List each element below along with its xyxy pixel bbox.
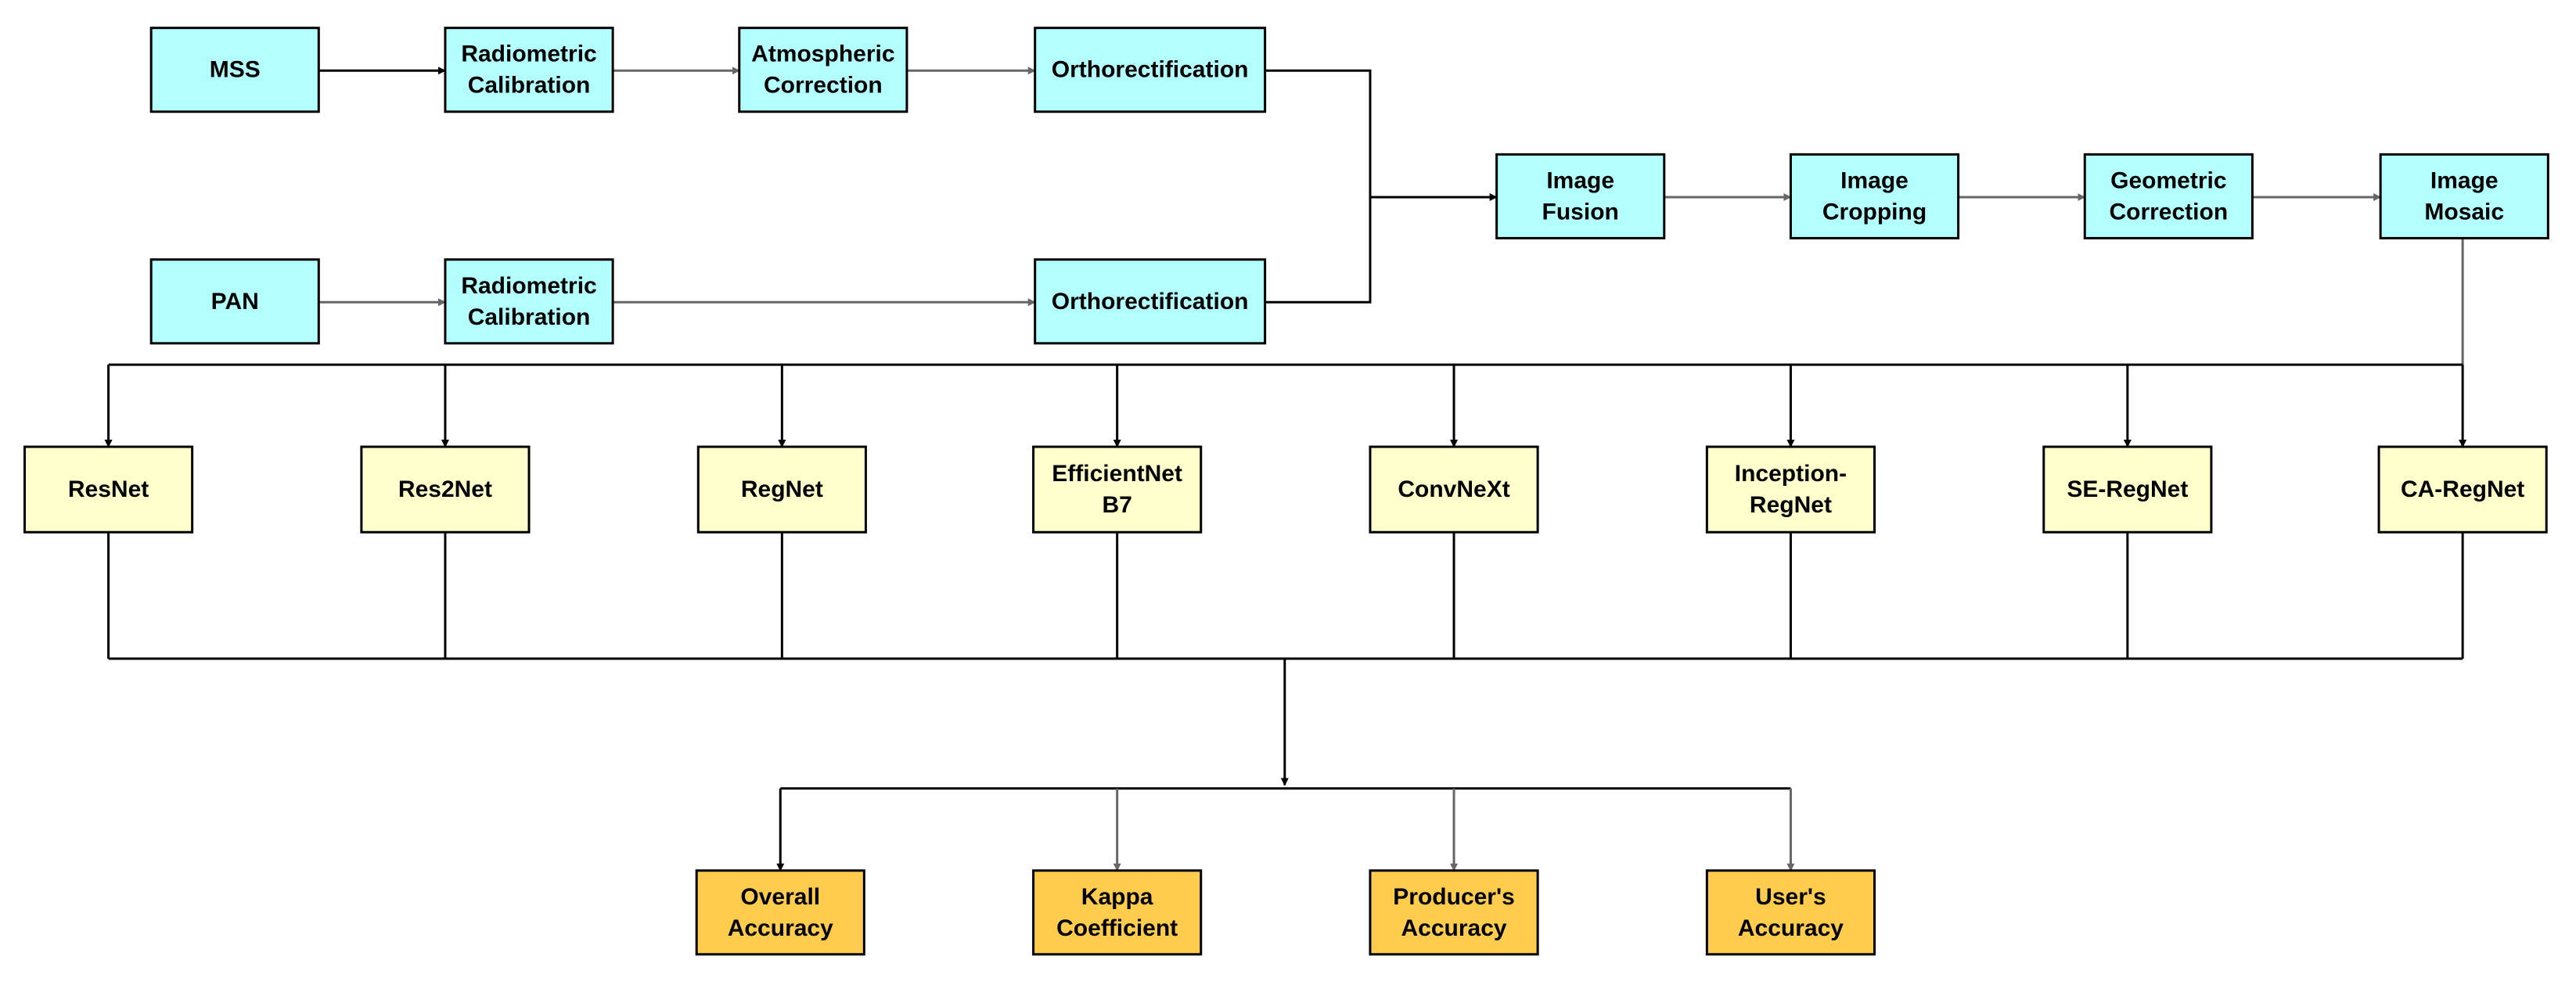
image-cropping-node-label-line-2: Cropping: [1822, 199, 1927, 225]
model-node-resnet: ResNet: [23, 445, 194, 534]
metric-node-kappa-coefficient-label-line-2: Coefficient: [1056, 915, 1178, 941]
radiometric-calibration-pan-node-box: [444, 258, 614, 345]
edge-ortho-pan-to-fusion: [1265, 196, 1372, 304]
orthorectification-pan-node-box: [1034, 258, 1267, 345]
image-mosaic-node-label-line-1: Image: [2430, 167, 2499, 193]
metric-node-producers-accuracy-label-line-2: Accuracy: [1401, 915, 1507, 941]
radiometric-calibration-pan-node-label-line-2: Calibration: [468, 304, 591, 330]
geometric-correction-node-label-line-1: Geometric: [2110, 167, 2226, 193]
mss-node-box: [149, 27, 320, 113]
model-node-convnext: ConvNeXt: [1369, 445, 1539, 534]
radiometric-calibration-mss-node-box: [444, 27, 614, 113]
edge-ortho-mss-to-fusion: [1265, 69, 1498, 201]
model-node-ca-regnet-label: CA-RegNet: [2401, 476, 2524, 502]
radiometric-calibration-mss-node-label-line-1: Radiometric: [461, 41, 596, 67]
mss-node-label: MSS: [210, 57, 261, 83]
model-node-res2net-label: Res2Net: [398, 476, 492, 502]
orthorectification-mss-node: Orthorectification: [1034, 27, 1267, 113]
atmospheric-correction-node-label-line-2: Correction: [764, 73, 883, 99]
metric-node-overall-accuracy-label-line-1: Overall: [740, 884, 820, 910]
metric-node-overall-accuracy-box: [695, 869, 865, 956]
model-node-ca-regnet: CA-RegNet: [2377, 445, 2548, 534]
orthorectification-mss-node-box: [1034, 27, 1267, 113]
model-node-res2net-box: [360, 445, 531, 534]
model-node-convnext-label: ConvNeXt: [1398, 476, 1509, 502]
metric-node-kappa-coefficient-label-line-1: Kappa: [1081, 884, 1153, 910]
geometric-correction-node-label-line-2: Correction: [2109, 199, 2228, 225]
model-node-regnet-box: [696, 445, 867, 534]
model-node-inception-regnet-label-line-2: RegNet: [1750, 492, 1832, 518]
model-node-regnet-label: RegNet: [741, 476, 823, 502]
pan-node-box: [149, 258, 320, 345]
orthorectification-pan-node: Orthorectification: [1034, 258, 1267, 345]
model-node-resnet-box: [23, 445, 194, 534]
pan-node: PAN: [149, 258, 320, 345]
orthorectification-mss-node-label: Orthorectification: [1052, 57, 1249, 83]
metric-node-users-accuracy-box: [1705, 869, 1876, 956]
metric-node-overall-accuracy-label-line-2: Accuracy: [728, 915, 833, 941]
radiometric-calibration-mss-node-label-line-2: Calibration: [468, 73, 591, 99]
model-node-resnet-label: ResNet: [68, 476, 149, 502]
model-node-regnet: RegNet: [696, 445, 867, 534]
mss-node: MSS: [149, 27, 320, 113]
orthorectification-pan-node-label: Orthorectification: [1052, 289, 1249, 315]
model-node-inception-regnet: Inception- RegNet: [1705, 445, 1876, 534]
geometric-correction-node-box: [2083, 153, 2254, 239]
image-mosaic-node-label-line-2: Mosaic: [2424, 199, 2504, 225]
metric-node-producers-accuracy-box: [1369, 869, 1539, 956]
image-cropping-node-box: [1789, 153, 1960, 239]
model-node-se-regnet-box: [2042, 445, 2213, 534]
model-node-ca-regnet-box: [2377, 445, 2548, 534]
model-node-inception-regnet-label-line-1: Inception-: [1735, 461, 1847, 487]
diagram-nodes: MSSRadiometricCalibrationAtmosphericCorr…: [23, 27, 2549, 956]
image-fusion-node-label-line-2: Fusion: [1542, 199, 1619, 225]
image-cropping-node-label-line-1: Image: [1840, 167, 1909, 193]
model-node-se-regnet-label: SE-RegNet: [2067, 476, 2188, 502]
radiometric-calibration-pan-node-label-line-1: Radiometric: [461, 273, 596, 299]
model-node-efficientnet-b7-label-line-1: EfficientNet: [1052, 461, 1182, 487]
image-fusion-node-label-line-1: Image: [1546, 167, 1614, 193]
metric-node-users-accuracy-label-line-2: Accuracy: [1738, 915, 1844, 941]
model-node-convnext-box: [1369, 445, 1539, 534]
atmospheric-correction-node-box: [738, 27, 908, 113]
image-mosaic-node-box: [2379, 153, 2549, 239]
pan-node-label: PAN: [211, 289, 259, 315]
metric-node-kappa-coefficient-box: [1032, 869, 1203, 956]
model-node-efficientnet-b7-label-line-2: B7: [1102, 492, 1131, 518]
model-node-se-regnet: SE-RegNet: [2042, 445, 2213, 534]
model-node-efficientnet-b7-box: [1032, 445, 1203, 534]
metric-node-users-accuracy-label-line-1: User's: [1755, 884, 1826, 910]
metric-node-producers-accuracy-label-line-1: Producer's: [1393, 884, 1515, 910]
image-fusion-node-box: [1495, 153, 1666, 239]
model-node-inception-regnet-box: [1705, 445, 1876, 534]
model-node-res2net: Res2Net: [360, 445, 531, 534]
connector-lines: [104, 67, 2467, 872]
atmospheric-correction-node-label-line-1: Atmospheric: [751, 41, 894, 67]
